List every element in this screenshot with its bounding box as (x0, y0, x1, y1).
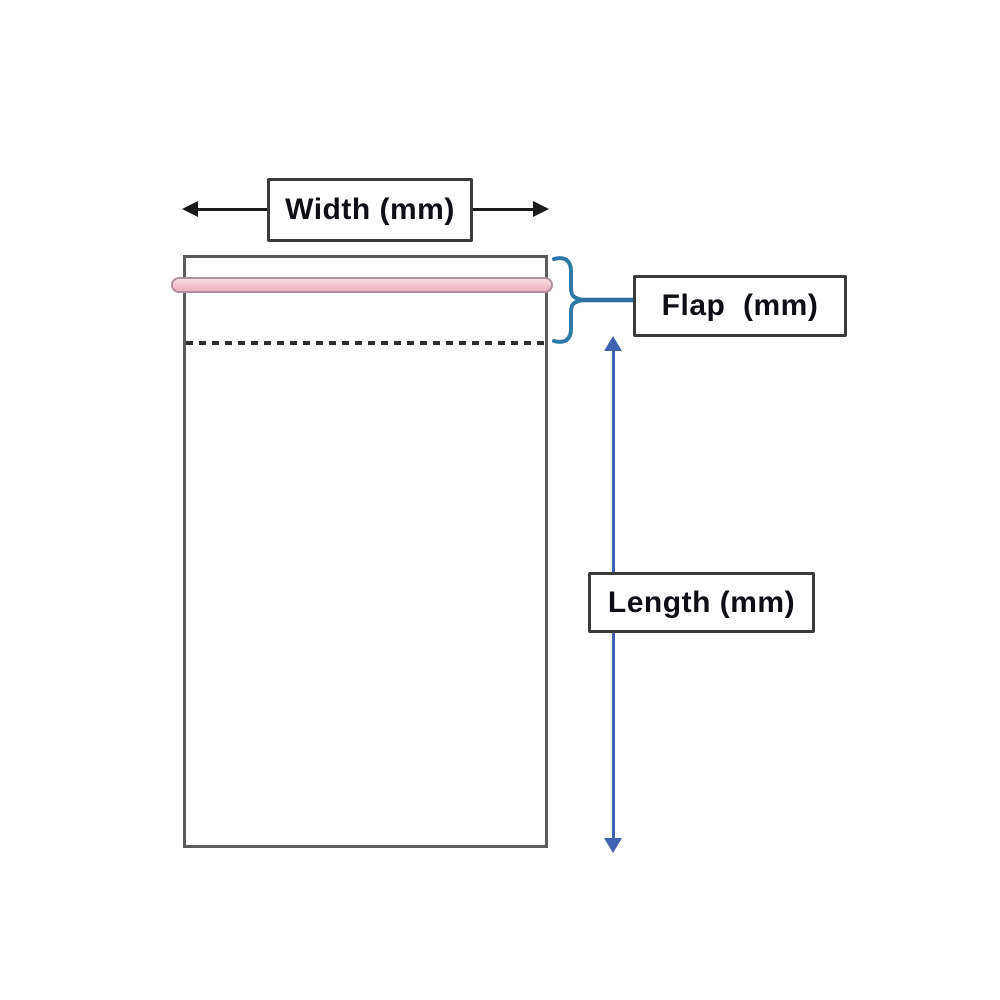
down-arrowhead-icon (604, 838, 622, 853)
length-label-box: Length (mm) (588, 572, 815, 633)
fold-dotted-line (186, 341, 545, 345)
width-arrow-line-left (195, 208, 268, 211)
length-label: Length (mm) (607, 585, 796, 619)
left-arrowhead-icon (182, 201, 198, 217)
up-arrowhead-icon (604, 336, 622, 351)
right-arrowhead-icon (533, 201, 549, 217)
adhesive-strip (171, 277, 553, 293)
width-label: Width (mm) (285, 193, 455, 226)
flap-brace-icon (552, 256, 636, 344)
bag-outline (183, 255, 548, 848)
width-label-box: Width (mm) (267, 178, 473, 242)
flap-label: Flap (mm) (661, 289, 819, 322)
width-arrow-line-right (472, 208, 535, 211)
flap-label-box: Flap (mm) (633, 275, 847, 337)
